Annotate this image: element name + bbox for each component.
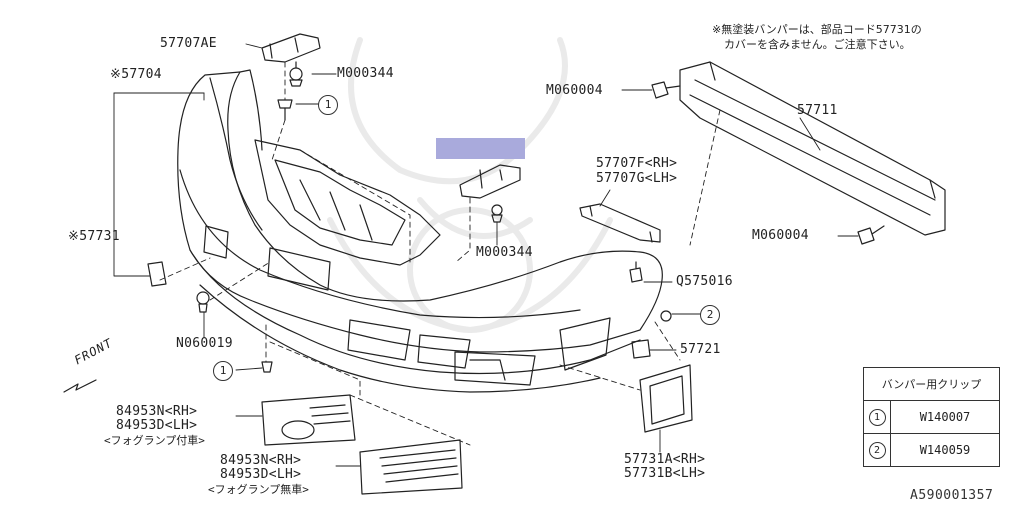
table-row: 2 W140059 <box>863 433 1000 467</box>
label-m060004-bottom[interactable]: M060004 <box>752 228 809 243</box>
label-fog-without-lh[interactable]: 84953D<LH> <box>220 467 302 482</box>
diagram-reference-code: A590001357 <box>910 488 994 503</box>
clip-1-marker-top[interactable]: 1 <box>318 95 338 115</box>
bracket-center <box>459 164 521 199</box>
label-57704[interactable]: ※57704 <box>110 67 162 82</box>
label-57731b[interactable]: 57731B<LH> <box>624 466 706 481</box>
bolt-m060004-bottom <box>857 225 885 245</box>
clip-bottom <box>261 361 273 373</box>
bracket-57707ae <box>261 33 321 63</box>
note-line-1: ※無塗装バンパーは、部品コード57731の <box>712 23 922 36</box>
screw-m000344-top <box>289 61 303 87</box>
cover-57731 <box>147 261 167 287</box>
clip-table-code[interactable]: W140007 <box>890 400 1000 434</box>
front-bumper-shape <box>177 69 663 393</box>
label-fog-with-rh[interactable]: 84953N<RH> <box>116 404 198 419</box>
clip-table-num: 2 <box>868 441 886 459</box>
clip-table-header: バンパー用クリップ <box>863 367 1000 401</box>
bracket-57707f <box>579 203 661 243</box>
label-n060019[interactable]: N060019 <box>176 336 233 351</box>
note-line-2: カバーを含みません。ご注意下さい。 <box>724 38 911 51</box>
label-q575016[interactable]: Q575016 <box>676 274 733 289</box>
fog-cover-with-lamp <box>261 394 356 446</box>
clip-1-marker-bottom[interactable]: 1 <box>213 361 233 381</box>
highlighted-part-box[interactable] <box>436 138 525 159</box>
screw-m000344-mid <box>491 204 503 223</box>
label-fog-without-note: <フォグランプ無車> <box>208 483 309 496</box>
cover-57731a <box>639 364 693 433</box>
label-fog-without-rh[interactable]: 84953N<RH> <box>220 453 302 468</box>
fog-cover-without-lamp <box>359 439 463 495</box>
bolt-m060004-top <box>651 81 681 99</box>
label-57721[interactable]: 57721 <box>680 342 721 357</box>
label-57707g[interactable]: 57707G<LH> <box>596 171 678 186</box>
label-57731[interactable]: ※57731 <box>68 229 120 244</box>
label-fog-with-note: <フォグランプ付車> <box>104 434 205 447</box>
unpainted-bumper-note: ※無塗装バンパーは、部品コード57731の カバーを含みません。ご注意下さい。 <box>712 22 922 52</box>
clip-2-marker[interactable]: 2 <box>700 305 720 325</box>
table-row: 1 W140007 <box>863 400 1000 434</box>
label-fog-with-lh[interactable]: 84953D<LH> <box>116 418 198 433</box>
reinforcement-57711 <box>679 61 946 236</box>
label-57731a[interactable]: 57731A<RH> <box>624 452 706 467</box>
label-m000344-mid[interactable]: M000344 <box>476 245 533 260</box>
fastener-q575016 <box>629 261 643 283</box>
label-57707ae[interactable]: 57707AE <box>160 36 217 51</box>
clip-table-code[interactable]: W140059 <box>890 433 1000 467</box>
label-m060004-top[interactable]: M060004 <box>546 83 603 98</box>
label-m000344-top[interactable]: M000344 <box>337 66 394 81</box>
label-57707f[interactable]: 57707F<RH> <box>596 156 678 171</box>
clip-top <box>277 99 293 121</box>
clip-table-num: 1 <box>868 408 886 426</box>
clip-2-part <box>660 310 672 322</box>
front-arrow-icon <box>63 379 97 393</box>
clip-n060019 <box>196 291 210 313</box>
part-57721 <box>631 339 651 359</box>
bumper-clip-table: バンパー用クリップ 1 W140007 2 W140059 <box>863 367 1000 467</box>
label-57711[interactable]: 57711 <box>797 103 838 118</box>
